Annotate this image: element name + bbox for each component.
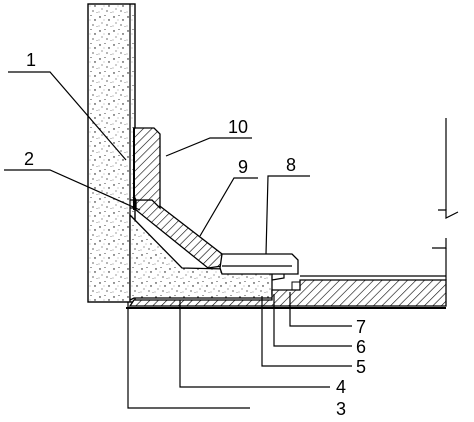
concrete-wall (87, 3, 136, 303)
leader-2 (4, 169, 141, 211)
vertical-protective-layer (133, 127, 161, 210)
label-8: 8 (286, 155, 296, 175)
leader-5 (261, 296, 352, 367)
leader-8 (265, 175, 310, 255)
label-4: 4 (336, 377, 346, 397)
leader-1 (8, 71, 127, 161)
break-symbol-lower (432, 238, 447, 249)
label-7: 7 (356, 317, 366, 337)
label-1: 1 (26, 50, 36, 70)
leader-4 (179, 300, 330, 388)
label-10: 10 (228, 117, 248, 137)
label-6: 6 (356, 337, 366, 357)
leader-3 (127, 302, 250, 409)
break-symbol-upper (438, 209, 459, 219)
label-5: 5 (356, 357, 366, 377)
floor-slab (128, 279, 447, 307)
leader-9 (199, 177, 258, 237)
label-3: 3 (336, 399, 346, 419)
leader-10 (165, 137, 252, 157)
leader-7 (289, 292, 352, 327)
label-2: 2 (24, 149, 34, 169)
floor-cap-block (219, 253, 299, 275)
label-9: 9 (238, 157, 248, 177)
leader-6 (273, 294, 352, 347)
